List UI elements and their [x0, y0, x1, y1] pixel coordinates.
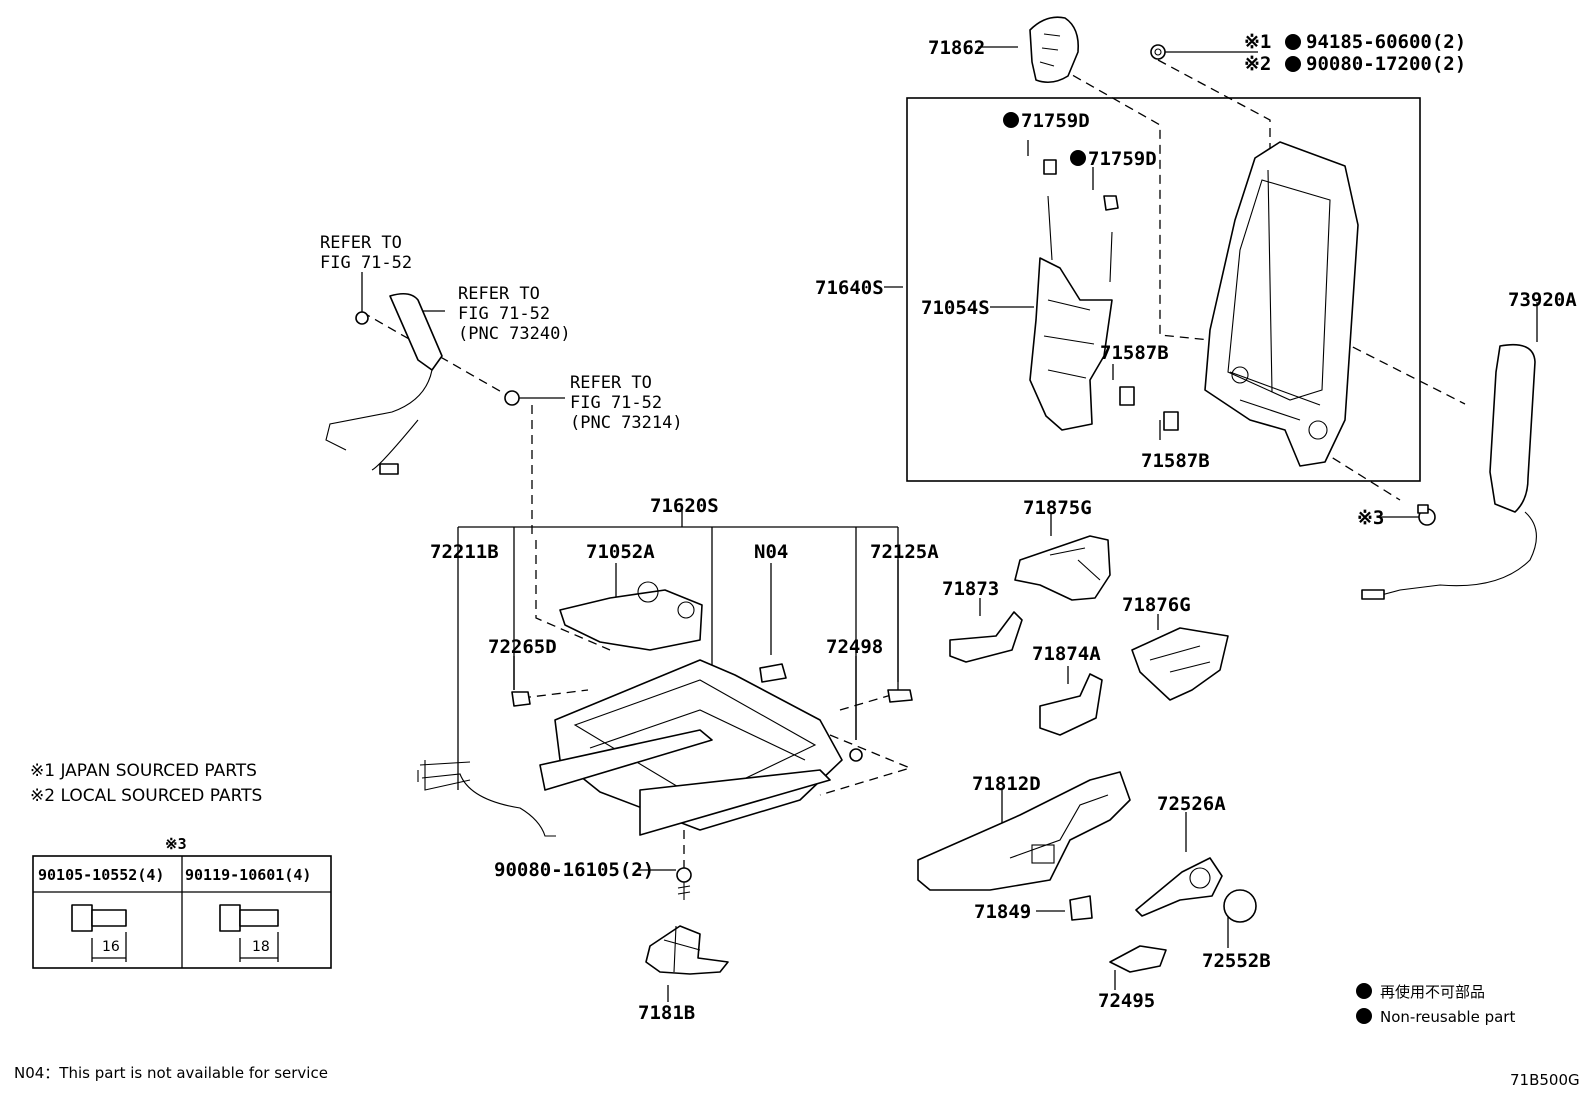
screw-90080-16105 — [676, 867, 692, 900]
headrest-support-71862 — [1029, 16, 1080, 84]
label-71873: 71873 — [942, 578, 999, 600]
cover-71876g — [1131, 627, 1229, 701]
side-airbag-73920a — [1361, 343, 1537, 600]
label-71054s: 71054S — [921, 297, 990, 319]
bolt-16-icon — [71, 904, 127, 962]
cover-71873 — [949, 611, 1023, 663]
label-72498: 72498 — [826, 636, 883, 658]
nonreusable-dot-icon — [1003, 112, 1019, 128]
label-mark3-bolt: ※3 — [1357, 507, 1384, 529]
bolt-mark-1: ※1 — [1244, 31, 1271, 53]
label-72495: 72495 — [1098, 990, 1155, 1012]
motor-71052a — [559, 581, 703, 651]
footer-diagram-code: 71B500G — [1510, 1071, 1580, 1089]
label-71876g: 71876G — [1122, 594, 1191, 616]
label-71759d-a: 71759D — [1021, 110, 1090, 132]
nonreusable-dot-icon — [1070, 150, 1086, 166]
belt-nut — [504, 390, 520, 406]
legend-nonreusable-en: Non-reusable part — [1380, 1008, 1515, 1026]
nonreusable-dot-icon — [1356, 983, 1372, 999]
nonreusable-dot-icon — [1285, 56, 1301, 72]
clip-72125a — [887, 689, 913, 703]
bolt-size-table: ※3 90105-10552(4) 90119-10601(4) 16 18 — [32, 835, 332, 969]
knob-72526a — [1135, 857, 1223, 917]
knob-72552b — [1223, 889, 1257, 923]
refer-note-2-line1: REFER TO — [458, 284, 540, 304]
bolt-90080-17200: 90080-17200(2) — [1306, 53, 1466, 75]
seatback-bolt — [1150, 44, 1166, 60]
knob-72495 — [1109, 945, 1167, 973]
clips-71587b — [1119, 386, 1179, 431]
label-7181b: 7181B — [638, 1002, 695, 1024]
side-cover-71812d — [917, 771, 1131, 891]
label-71875g: 71875G — [1023, 497, 1092, 519]
dim-18: 18 — [252, 939, 270, 955]
bracket-7181b — [645, 925, 729, 975]
clip-72265d — [511, 691, 531, 707]
dashed-alignment-lines — [361, 59, 1466, 870]
label-73920a: 73920A — [1508, 289, 1577, 311]
clip-n04 — [759, 663, 787, 683]
belt-buckle — [325, 292, 443, 475]
seat-back-frame-box — [906, 97, 1421, 482]
bolt-18-icon — [219, 904, 279, 962]
nonreusable-dot-icon — [1356, 1008, 1372, 1024]
label-72552b: 72552B — [1202, 950, 1271, 972]
leader-lines — [361, 46, 1538, 1002]
refer-note-3-line1: REFER TO — [570, 373, 652, 393]
clips-71759d — [1043, 159, 1119, 211]
cover-71875g — [1014, 535, 1111, 601]
nonreusable-dot-icon — [1285, 34, 1301, 50]
refer-note-2-line3: (PNC 73240) — [458, 324, 571, 344]
label-72125a: 72125A — [870, 541, 939, 563]
legend-local-sourced: ※2 LOCAL SOURCED PARTS — [30, 786, 262, 806]
label-71874a: 71874A — [1032, 643, 1101, 665]
table-col2-part: 90119-10601(4) — [185, 866, 311, 884]
label-71759d-b: 71759D — [1088, 148, 1157, 170]
wire-72211b — [417, 760, 556, 837]
cover-71874a — [1039, 673, 1103, 736]
refer-note-2-line2: FIG 71-52 — [458, 304, 550, 324]
legend-nonreusable-jp: 再使用不可部品 — [1380, 983, 1485, 1001]
label-n04: N04 — [754, 541, 788, 563]
lumbar-support-71054s — [1029, 195, 1113, 431]
label-71587b-a: 71587B — [1100, 342, 1169, 364]
cap-71849 — [1069, 895, 1093, 921]
label-71052a: 71052A — [586, 541, 655, 563]
seat-adjuster-71620s — [539, 659, 843, 836]
refer-note-3-line2: FIG 71-52 — [570, 393, 662, 413]
label-71640s: 71640S — [815, 277, 884, 299]
label-90080-16105: 90080-16105(2) — [494, 859, 654, 881]
label-72526a: 72526A — [1157, 793, 1226, 815]
refer-note-1-line1: REFER TO — [320, 233, 402, 253]
refer-note-3-line3: (PNC 73214) — [570, 413, 683, 433]
label-71849: 71849 — [974, 901, 1031, 923]
cap-72498 — [849, 748, 863, 762]
footer-n04-note: N04：This part is not available for servi… — [14, 1064, 328, 1082]
label-71587b-b: 71587B — [1141, 450, 1210, 472]
label-71862: 71862 — [928, 37, 985, 59]
legend-japan-sourced: ※1 JAPAN SOURCED PARTS — [30, 761, 257, 781]
refer-note-1-line2: FIG 71-52 — [320, 253, 412, 273]
seatback-frame — [1204, 141, 1359, 467]
table-header: ※3 — [165, 835, 187, 853]
bolt-mark-2: ※2 — [1244, 53, 1271, 75]
label-71620s: 71620S — [650, 495, 719, 517]
table-col1-part: 90105-10552(4) — [38, 866, 164, 884]
bolt-mark3 — [1417, 504, 1436, 526]
bolt-94185-60600: 94185-60600(2) — [1306, 31, 1466, 53]
label-72211b: 72211B — [430, 541, 499, 563]
label-72265d: 72265D — [488, 636, 557, 658]
dim-16: 16 — [102, 939, 120, 955]
label-71812d: 71812D — [972, 773, 1041, 795]
